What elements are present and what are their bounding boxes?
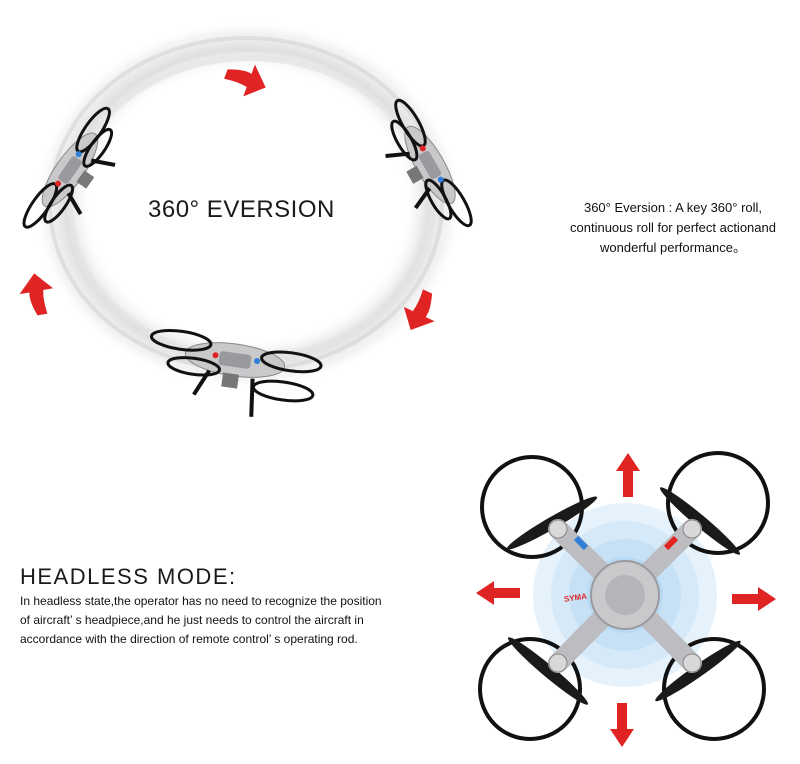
headless-description-line: In headless state,the operator has no ne… <box>20 594 382 608</box>
drone-logo: SYMA <box>563 592 587 604</box>
led-red <box>663 535 679 551</box>
led-blue <box>573 535 589 551</box>
headless-drone-graphic: SYMA <box>476 451 776 747</box>
drone-tilted-right <box>385 98 473 228</box>
rotation-arrow-left-icon <box>19 273 54 316</box>
eversion-graphic <box>19 20 473 417</box>
rotation-arrow-right-icon <box>403 289 435 330</box>
drone-tilted-left <box>22 106 116 229</box>
headless-description-line: of aircraft’ s headpiece,and he just nee… <box>20 613 364 627</box>
eversion-description: 360° Eversion : A key 360° roll, continu… <box>548 198 798 258</box>
headless-description: In headless state,the operator has no ne… <box>20 592 382 649</box>
propellers <box>506 487 741 705</box>
headless-title: HEADLESS MODE: <box>20 564 237 589</box>
motion-swirl <box>33 20 463 390</box>
eversion-title: 360° EVERSION <box>148 196 335 223</box>
motor-hubs <box>548 519 702 673</box>
arrow-down-icon <box>610 703 634 747</box>
propeller-guards <box>478 451 770 741</box>
drone-level-bottom <box>149 328 323 417</box>
rotation-arrow-top-icon <box>224 64 266 97</box>
eversion-description-line: continuous roll for perfect actionand <box>570 220 776 235</box>
eversion-description-line: 360° Eversion : A key 360° roll, <box>583 200 763 215</box>
headless-description-line: accordance with the direction of remote … <box>20 632 358 646</box>
arrow-left-icon <box>476 581 520 605</box>
eversion-description-line: wonderful performance。 <box>600 240 746 255</box>
arrow-right-icon <box>732 587 776 611</box>
arrow-up-icon <box>616 453 640 497</box>
